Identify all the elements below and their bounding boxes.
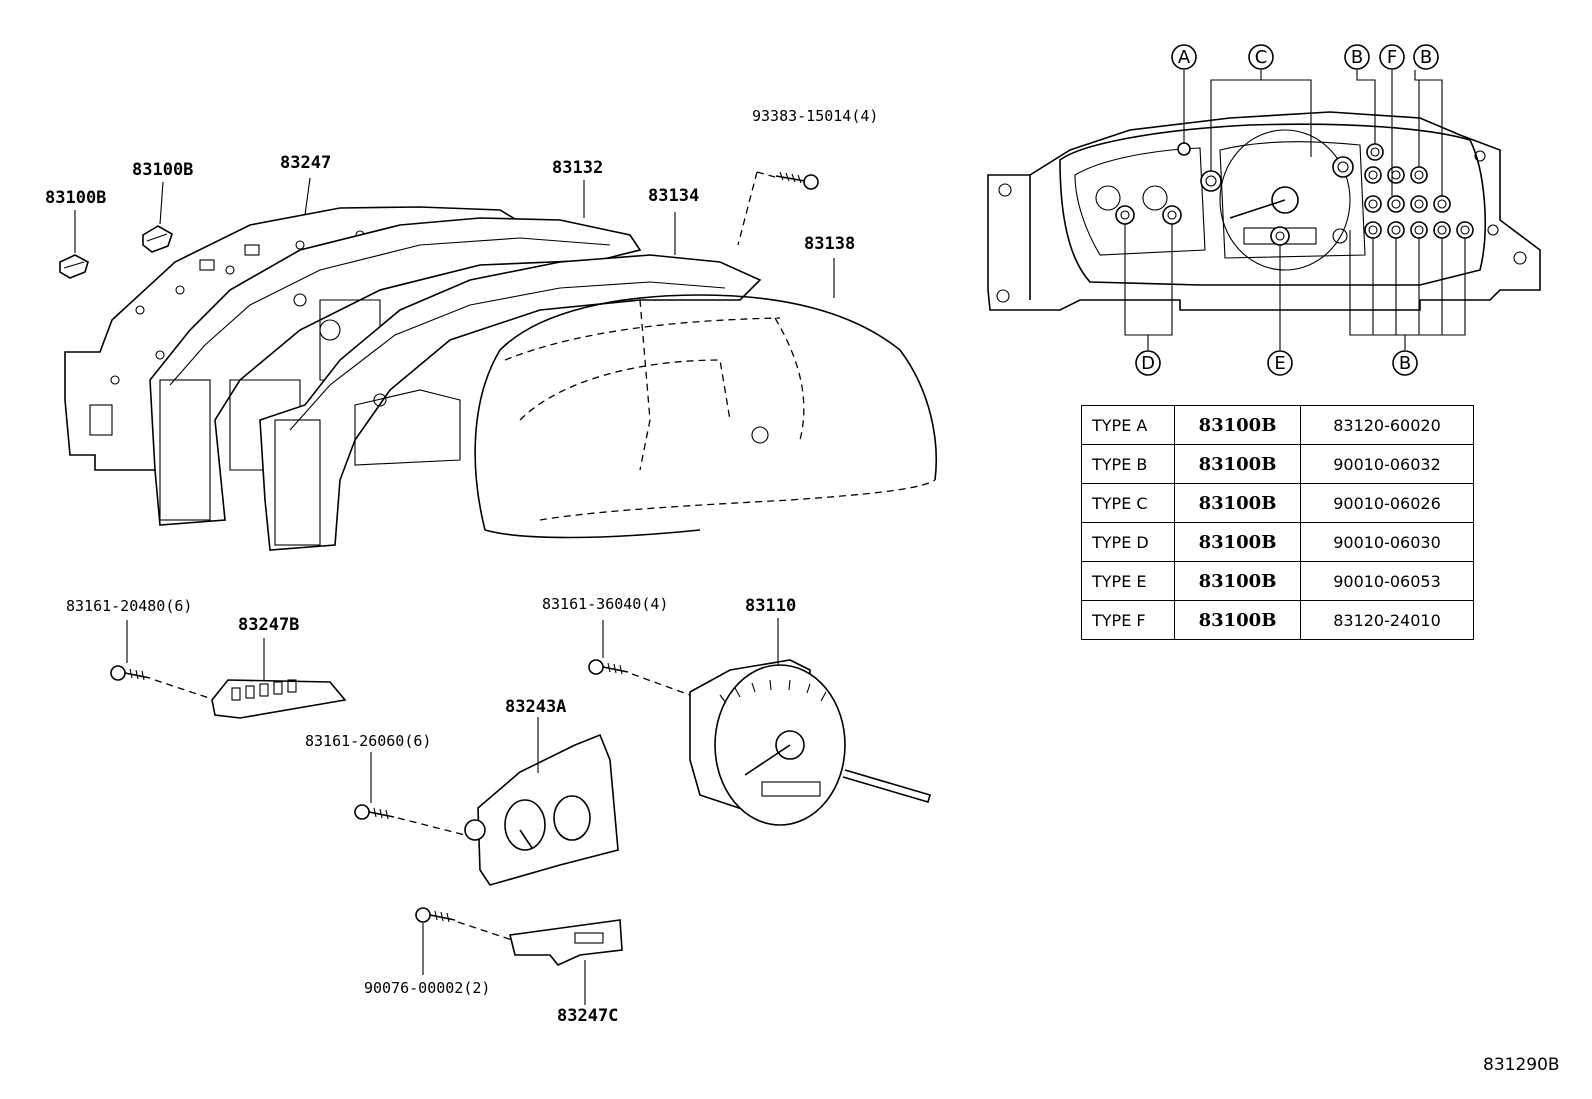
- bulb-socket-83100B-left: [59, 254, 89, 279]
- table-row: TYPE E 83100B 90010-06053: [1081, 561, 1474, 601]
- leader-83100B-right: [159, 181, 164, 225]
- inner-frame-83134: [259, 254, 769, 551]
- label-83161-20480: 83161-20480(6): [66, 597, 192, 615]
- screw-83161-36040: [588, 659, 629, 675]
- dash-83247B: [154, 679, 216, 701]
- part-cell: 83100B: [1174, 444, 1301, 484]
- callout-B-bottom: B: [1392, 350, 1418, 376]
- bulb-socket-83100B-right: [142, 225, 173, 253]
- fuel-temp-gauge-83243A: [464, 733, 619, 886]
- label-83247: 83247: [280, 153, 331, 173]
- svg-text:B: B: [1351, 47, 1363, 68]
- type-cell: TYPE A: [1081, 405, 1175, 445]
- part-cell: 83100B: [1174, 600, 1301, 640]
- callout-F: F: [1379, 44, 1405, 70]
- part-cell: 83100B: [1174, 483, 1301, 523]
- label-90076-00002: 90076-00002(2): [364, 979, 490, 997]
- callout-B-top-left: B: [1344, 44, 1370, 70]
- svg-text:F: F: [1387, 47, 1397, 68]
- table-row: TYPE B 83100B 90010-06032: [1081, 444, 1474, 484]
- dash-83110: [631, 673, 691, 696]
- label-83161-26060: 83161-26060(6): [305, 732, 431, 750]
- screw-83161-26060: [354, 804, 395, 820]
- svg-text:D: D: [1141, 353, 1155, 374]
- number-cell: 83120-24010: [1300, 600, 1474, 640]
- dash-83247C: [457, 921, 513, 941]
- label-83243A: 83243A: [505, 697, 566, 717]
- type-cell: TYPE B: [1081, 444, 1175, 484]
- callout-A: A: [1171, 44, 1197, 70]
- part-cell: 83100B: [1174, 561, 1301, 601]
- type-cell: TYPE D: [1081, 522, 1175, 562]
- dash-83243A: [397, 817, 466, 836]
- table-row: TYPE F 83100B 83120-24010: [1081, 600, 1474, 640]
- label-83247B: 83247B: [238, 615, 299, 635]
- label-83138: 83138: [804, 234, 855, 254]
- svg-text:C: C: [1255, 47, 1268, 68]
- label-83132: 83132: [552, 158, 603, 178]
- svg-text:A: A: [1178, 47, 1191, 68]
- table-row: TYPE D 83100B 90010-06030: [1081, 522, 1474, 562]
- label-83100B-right: 83100B: [132, 160, 193, 180]
- label-93383-15014: 93383-15014(4): [752, 107, 878, 125]
- number-cell: 90010-06026: [1300, 483, 1474, 523]
- label-83247C: 83247C: [557, 1006, 618, 1026]
- svg-text:B: B: [1420, 47, 1432, 68]
- label-83110: 83110: [745, 596, 796, 616]
- callout-leaders: [1124, 70, 1466, 350]
- leader-83247: [304, 177, 311, 216]
- table-row: TYPE C 83100B 90010-06026: [1081, 483, 1474, 523]
- clear-lens-83138: [474, 294, 938, 539]
- screw-83161-20480: [110, 665, 151, 681]
- svg-text:B: B: [1399, 353, 1411, 374]
- screw-93383: [737, 171, 819, 246]
- type-cell: TYPE C: [1081, 483, 1175, 523]
- callout-C: C: [1248, 44, 1274, 70]
- callout-E: E: [1267, 350, 1293, 376]
- callout-D: D: [1135, 350, 1161, 376]
- label-83134: 83134: [648, 186, 699, 206]
- type-cell: TYPE E: [1081, 561, 1175, 601]
- screw-90076: [415, 907, 456, 923]
- part-cell: 83100B: [1174, 405, 1301, 445]
- drawing-id: 831290B: [1483, 1055, 1560, 1075]
- cluster-rear-view: [987, 111, 1541, 311]
- type-cell: TYPE F: [1081, 600, 1175, 640]
- light-board-83247B: [211, 679, 347, 719]
- speedometer-83110: [689, 659, 931, 826]
- light-board-83247C: [509, 919, 623, 966]
- number-cell: 83120-60020: [1300, 405, 1474, 445]
- bulb-type-table: TYPE A 83100B 83120-60020 TYPE B 83100B …: [1081, 405, 1474, 640]
- number-cell: 90010-06030: [1300, 522, 1474, 562]
- part-cell: 83100B: [1174, 522, 1301, 562]
- table-row: TYPE A 83100B 83120-60020: [1081, 405, 1474, 445]
- label-83100B-left: 83100B: [45, 188, 106, 208]
- callout-B-top-right: B: [1413, 44, 1439, 70]
- number-cell: 90010-06053: [1300, 561, 1474, 601]
- label-83161-36040: 83161-36040(4): [542, 595, 668, 613]
- number-cell: 90010-06032: [1300, 444, 1474, 484]
- svg-text:E: E: [1274, 353, 1285, 374]
